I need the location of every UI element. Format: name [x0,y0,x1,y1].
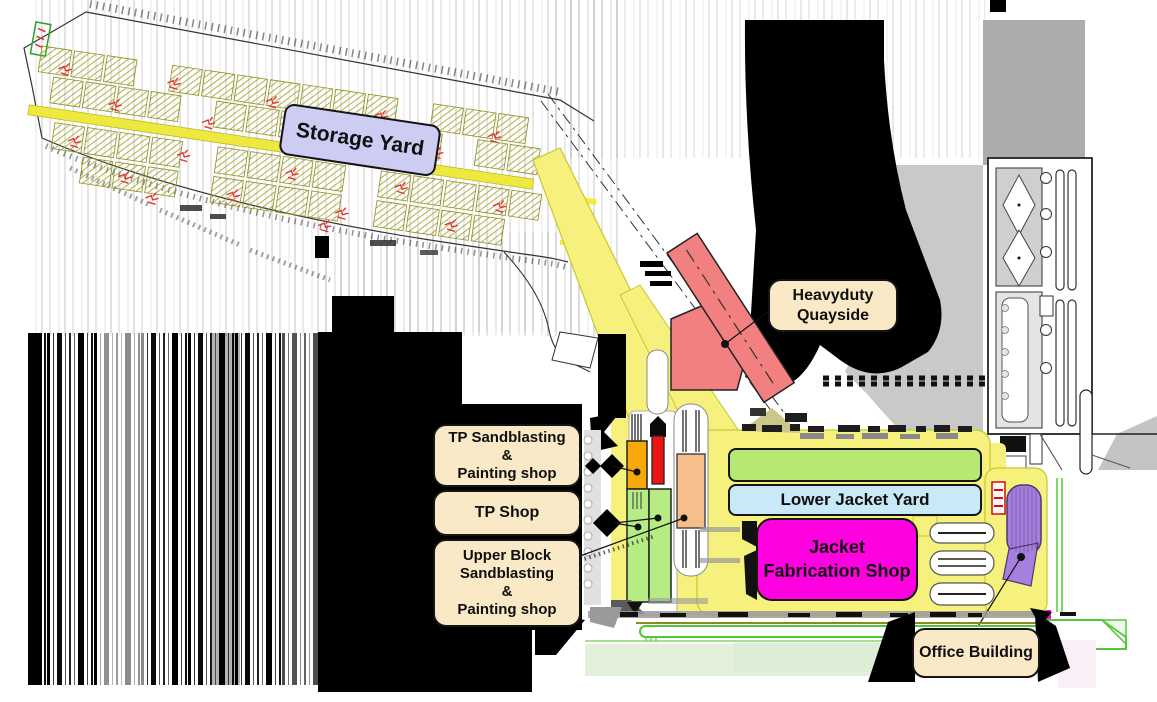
tp-shop-building-right [648,488,672,603]
lower-jacket-yard-area: Lower Jacket Yard [728,484,982,516]
jacket-fab-line2: Fabrication Shop [763,560,911,581]
tp-shop-label: TP Shop [433,490,581,536]
tp-shop-building-left [626,488,650,603]
heavyduty-quayside-structure [665,232,796,404]
pier-structure [987,157,1157,475]
green-yard-area [728,448,982,482]
tp-sandblasting-building [626,440,648,490]
tp-shop-rails [632,492,642,509]
arrow-marker [650,416,666,437]
rail-tracks [631,410,700,568]
red-building [651,435,665,485]
office-building-label: Office Building [912,628,1040,678]
tp-sandblasting-label: TP Sandblasting & Painting shop [433,424,581,487]
heavyduty-quayside-label: Heavyduty Quayside [768,279,898,332]
rail-slot-arch [646,349,669,415]
upper-block-sandblasting-building [676,453,706,529]
jacket-fab-line1: Jacket [808,537,866,558]
quay-dashes [640,261,672,286]
upper-block-label: Upper Block Sandblasting & Painting shop [433,539,581,627]
label-leaders [551,331,688,564]
yard-slots [700,521,995,606]
barcode-glitch [28,333,318,685]
lower-jacket-yard-label: Lower Jacket Yard [780,490,930,509]
pier-gray-cap [983,20,1085,165]
right-edge-gray [1098,416,1157,470]
storage-corner-pen [29,21,52,57]
black-blob-office [868,608,1070,682]
office-building-structure [976,481,1042,629]
scalloped-curb [583,430,601,605]
jacket-fabrication-shop-area: Jacket Fabrication Shop [756,518,918,601]
yard-top-dashes [742,375,988,439]
